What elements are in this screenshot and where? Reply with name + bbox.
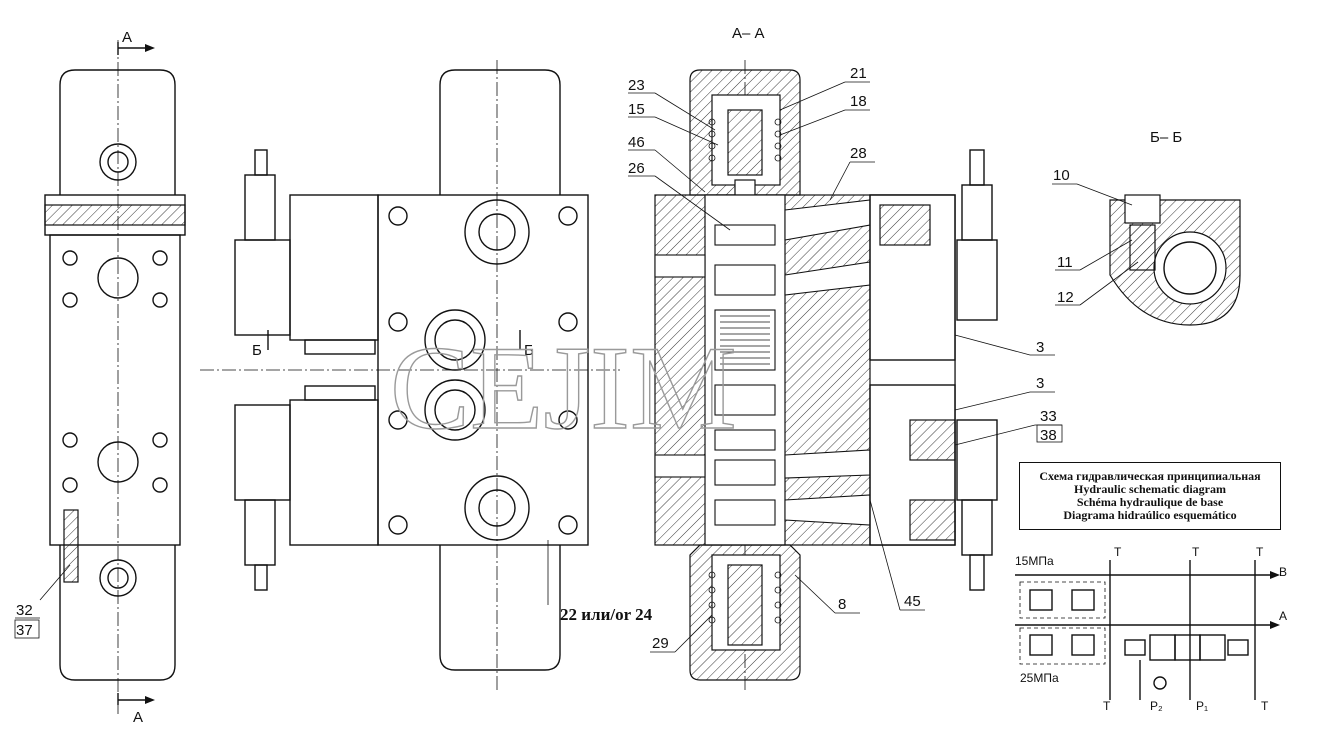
part-label-18: 18 (850, 93, 867, 110)
part-label-28: 28 (850, 145, 867, 162)
schematic-pressure-15: 15МПа (1015, 554, 1054, 568)
part-label-38: 38 (1040, 427, 1057, 444)
leader-lines: 21 18 23 15 46 26 28 10 11 12 3 3 33 38 … (628, 65, 1139, 653)
front-view: Б Б 22 или/or 24 (200, 60, 653, 690)
section-aa-title: А– А (732, 25, 765, 42)
part-label-15: 15 (628, 101, 645, 118)
section-b-right: Б (524, 342, 534, 359)
schematic-title-box: Схема гидравлическая принципиальная Hydr… (1019, 462, 1281, 530)
part-label-26: 26 (628, 160, 645, 177)
part-label-12: 12 (1057, 289, 1074, 306)
hydraulic-schematic: 15МПа 25МПа T T T B A T P₂ P₁ T (1015, 545, 1287, 713)
watermark-text: CEJIM (390, 321, 737, 454)
part-label-22-or-24: 22 или/or 24 (560, 605, 653, 624)
part-label-10: 10 (1053, 167, 1070, 184)
part-label-8: 8 (838, 596, 846, 613)
part-label-37: 37 (16, 622, 33, 639)
schematic-port-t-top-2: T (1192, 545, 1200, 559)
schematic-port-t-top-3: T (1256, 545, 1264, 559)
schematic-port-t-bottom-2: T (1261, 699, 1269, 713)
part-label-33: 33 (1040, 408, 1057, 425)
part-label-46: 46 (628, 134, 645, 151)
part-label-23: 23 (628, 77, 645, 94)
schematic-title-fr: Schéma hydraulique de base (1076, 495, 1224, 509)
schematic-title-es: Diagrama hidraúlico esquemático (1063, 508, 1237, 522)
part-label-45: 45 (904, 593, 921, 610)
part-label-29: 29 (652, 635, 669, 652)
schematic-port-t-bottom-1: T (1103, 699, 1111, 713)
schematic-title-en: Hydraulic schematic diagram (1074, 482, 1226, 496)
schematic-port-b: B (1279, 565, 1287, 579)
section-aa-view: А– А (654, 25, 998, 690)
section-bb-view: Б– Б (1109, 129, 1241, 326)
part-label-21: 21 (850, 65, 867, 82)
schematic-port-a: A (1279, 609, 1287, 623)
schematic-pressure-25: 25МПа (1020, 671, 1059, 685)
schematic-port-p1: P₁ (1196, 699, 1208, 713)
schematic-port-p2: P₂ (1150, 699, 1163, 713)
part-label-11: 11 (1057, 254, 1073, 271)
section-bb-title: Б– Б (1150, 129, 1182, 146)
schematic-port-t-top-1: T (1114, 545, 1122, 559)
part-label-3-upper: 3 (1036, 339, 1044, 356)
schematic-title-ru: Схема гидравлическая принципиальная (1039, 469, 1261, 483)
part-label-3-lower: 3 (1036, 375, 1044, 392)
section-a-bottom: А (133, 709, 143, 726)
part-label-32: 32 (16, 602, 33, 619)
section-b-left: Б (252, 342, 262, 359)
side-view: А А 32 37 (14, 29, 186, 726)
section-a-top: А (122, 29, 132, 46)
